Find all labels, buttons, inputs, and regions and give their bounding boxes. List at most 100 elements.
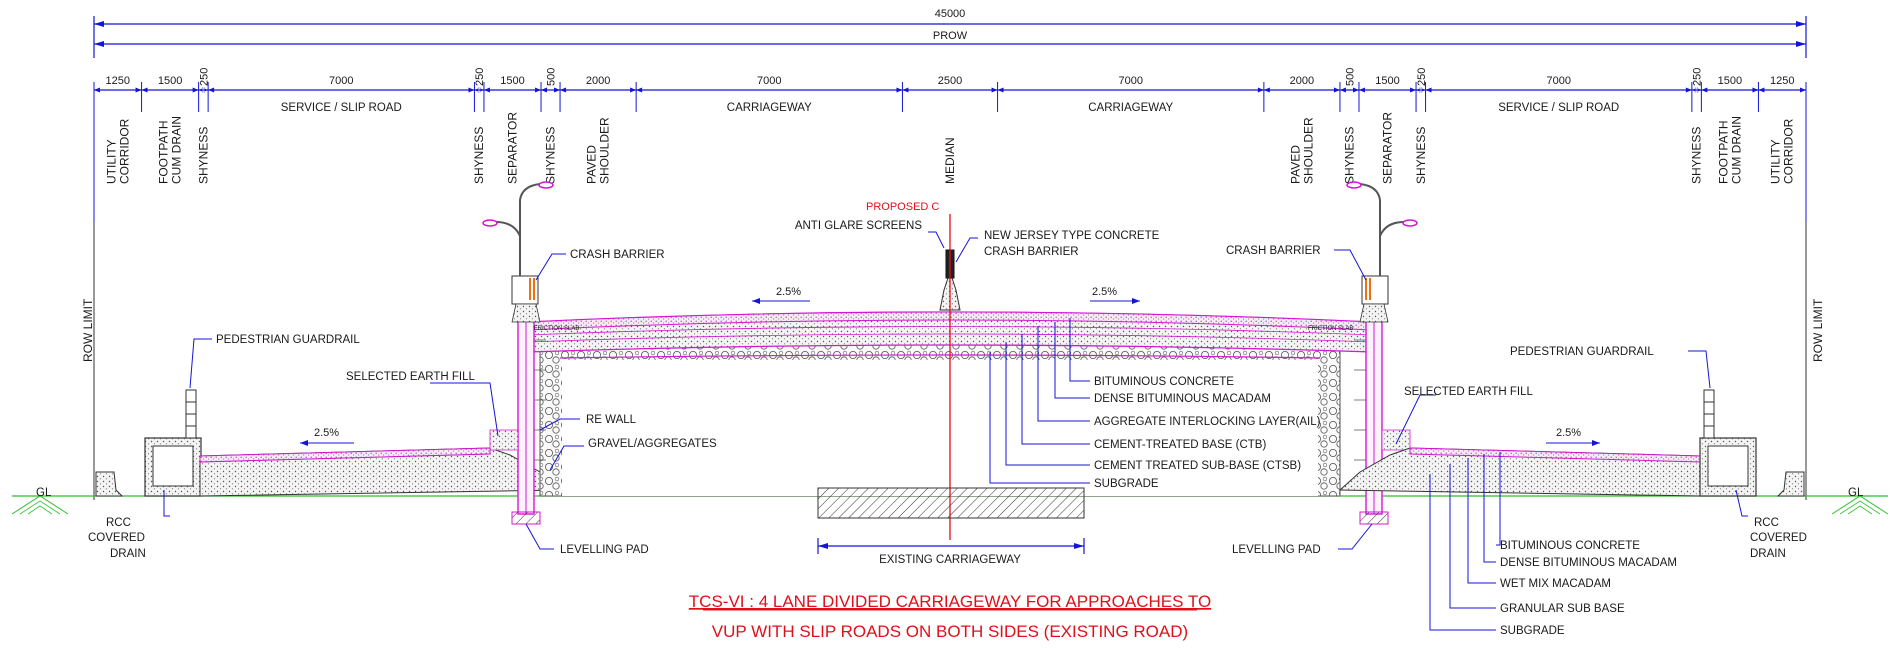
- callouts: [163, 231, 1748, 550]
- rcc-right-3: DRAIN: [1750, 548, 1786, 560]
- right-rcc-drain: [1699, 437, 1757, 497]
- levelling-pad-right-label: LEVELLING PAD: [1232, 544, 1321, 556]
- zone-label: SHYNESS: [196, 127, 210, 184]
- nj-barrier-label-1: NEW JERSEY TYPE CONCRETE: [984, 230, 1160, 242]
- dim-arrow: [541, 87, 561, 93]
- gl-right-label: GL: [1848, 487, 1864, 499]
- segment-dim-label: 7000: [329, 75, 353, 87]
- right-re-wall: [1354, 275, 1411, 525]
- rcc-left-2: COVERED: [88, 532, 145, 544]
- slope-markers: 2.5% 2.5% 2.5% 2.5%: [300, 286, 1600, 446]
- main-layer-label: DENSE BITUMINOUS MACADAM: [1094, 393, 1271, 405]
- zone-label: CORRIDOR: [117, 118, 131, 184]
- segment-dim-label: 1500: [158, 75, 182, 87]
- gl-left-label: GL: [36, 487, 52, 499]
- segment-dim-label: 7000: [1118, 75, 1142, 87]
- crash-barrier-right-label: CRASH BARRIER: [1226, 245, 1321, 257]
- ped-guardrail-left-label: PEDESTRIAN GUARDRAIL: [216, 334, 360, 346]
- dim-arrow: [483, 87, 542, 93]
- callout-labels: ANTI GLARE SCREENS NEW JERSEY TYPE CONCR…: [88, 220, 1807, 560]
- slip-layer-label: GRANULAR SUB BASE: [1500, 603, 1625, 615]
- slip-layer-labels: BITUMINOUS CONCRETE DENSE BITUMINOUS MACA…: [1500, 540, 1677, 637]
- left-pedestrian-guardrail: [185, 389, 197, 439]
- segment-dim-label: 250: [198, 68, 210, 86]
- gravel-label: GRAVEL/AGGREGATES: [588, 438, 717, 450]
- anti-glare-label: ANTI GLARE SCREENS: [795, 220, 922, 232]
- slip-layer-label: SUBGRADE: [1500, 625, 1565, 637]
- slip-layer-label: BITUMINOUS CONCRETE: [1500, 540, 1640, 552]
- slip-layer-leaders: [1429, 452, 1501, 631]
- slope-slip-right: 2.5%: [1556, 427, 1581, 439]
- zone-label: SHYNESS: [472, 127, 486, 184]
- crash-barrier-left-label: CRASH BARRIER: [570, 249, 665, 261]
- slope-main-left: 2.5%: [776, 286, 801, 298]
- friction-slab-right: FRICTION SLAB: [1308, 326, 1353, 332]
- zone-label: CARRIAGEWAY: [727, 102, 812, 114]
- row-limit-left: ROW LIMIT: [81, 298, 95, 362]
- zone-label: MEDIAN: [943, 137, 957, 184]
- main-layer-labels: BITUMINOUS CONCRETE DENSE BITUMINOUS MACA…: [1094, 376, 1321, 490]
- main-layer-label: CEMENT-TREATED BASE (CTB): [1094, 439, 1266, 451]
- rcc-right-2: COVERED: [1750, 532, 1807, 544]
- zone-label: UTILITY: [1769, 139, 1783, 184]
- right-street-light: [1346, 181, 1418, 276]
- zone-label: SERVICE / SLIP ROAD: [281, 102, 402, 114]
- zone-label: SHYNESS: [544, 127, 558, 184]
- segment-dim-label: 500: [546, 68, 558, 86]
- dim-arrow: [1358, 87, 1417, 93]
- zone-label: CARRIAGEWAY: [1088, 102, 1173, 114]
- levelling-pad-left-label: LEVELLING PAD: [560, 544, 649, 556]
- earth-fill-left-label: SELECTED EARTH FILL: [346, 371, 475, 383]
- segment-dim-label: 1250: [106, 75, 130, 87]
- re-wall-label: RE WALL: [586, 414, 637, 426]
- title-line-2: VUP WITH SLIP ROADS ON BOTH SIDES (EXIST…: [712, 622, 1188, 641]
- slope-slip-left: 2.5%: [314, 427, 339, 439]
- rcc-left-3: DRAIN: [110, 548, 146, 560]
- dim-arrow: [198, 87, 209, 93]
- segment-dim-label: 1500: [1718, 75, 1742, 87]
- right-slip-road: [1338, 447, 1701, 497]
- main-embankment: [527, 311, 1373, 497]
- main-layer-label: CEMENT TREATED SUB-BASE (CTSB): [1094, 460, 1301, 472]
- zone-label: SERVICE / SLIP ROAD: [1498, 102, 1619, 114]
- left-street-light: [482, 181, 554, 276]
- right-utility-kerb: [1776, 471, 1805, 497]
- proposed-cl-label: PROPOSED C: [866, 201, 939, 213]
- right-pedestrian-guardrail: [1703, 389, 1715, 439]
- slip-layer-label: DENSE BITUMINOUS MACADAM: [1500, 557, 1677, 569]
- main-layer-label: BITUMINOUS CONCRETE: [1094, 376, 1234, 388]
- dim-arrow: [1416, 87, 1426, 93]
- main-layer-label: SUBGRADE: [1094, 478, 1159, 490]
- segment-dim-label: 7000: [1546, 75, 1570, 87]
- ped-guardrail-right-label: PEDESTRIAN GUARDRAIL: [1510, 346, 1654, 358]
- segment-dim-label: 1500: [1375, 75, 1399, 87]
- left-rcc-drain: [144, 437, 202, 497]
- rcc-left-1: RCC: [106, 517, 131, 529]
- prow-label: PROW: [933, 30, 968, 42]
- existing-carriageway-label: EXISTING CARRIAGEWAY: [879, 554, 1021, 566]
- left-utility-kerb: [95, 471, 124, 497]
- zone-label: SHOULDER: [598, 117, 612, 184]
- zone-label: SHYNESS: [1414, 127, 1428, 184]
- dim-arrow: [1691, 87, 1702, 93]
- dim-arrow: [1701, 87, 1759, 93]
- friction-slab-left: FRICTION SLAB: [534, 326, 579, 332]
- existing-carriageway: EXISTING CARRIAGEWAY: [817, 487, 1085, 566]
- dim-arrow: [1339, 87, 1359, 93]
- dim-arrow: [141, 87, 199, 93]
- zone-label: PAVED: [585, 145, 599, 184]
- left-slip-road: [199, 447, 562, 497]
- segment-dim-label: 250: [1416, 68, 1428, 86]
- segment-dim-label: 500: [1344, 68, 1356, 86]
- title-line-1: TCS-VI : 4 LANE DIVIDED CARRIAGEWAY FOR …: [689, 592, 1211, 611]
- zone-label: SHOULDER: [1301, 117, 1315, 184]
- segment-dim-label: 2000: [586, 75, 610, 87]
- zone-label: SEPARATOR: [1381, 112, 1395, 184]
- zone-label: FOOTPATH: [157, 120, 171, 184]
- zone-label: SEPARATOR: [505, 112, 519, 184]
- left-re-wall: [489, 275, 546, 525]
